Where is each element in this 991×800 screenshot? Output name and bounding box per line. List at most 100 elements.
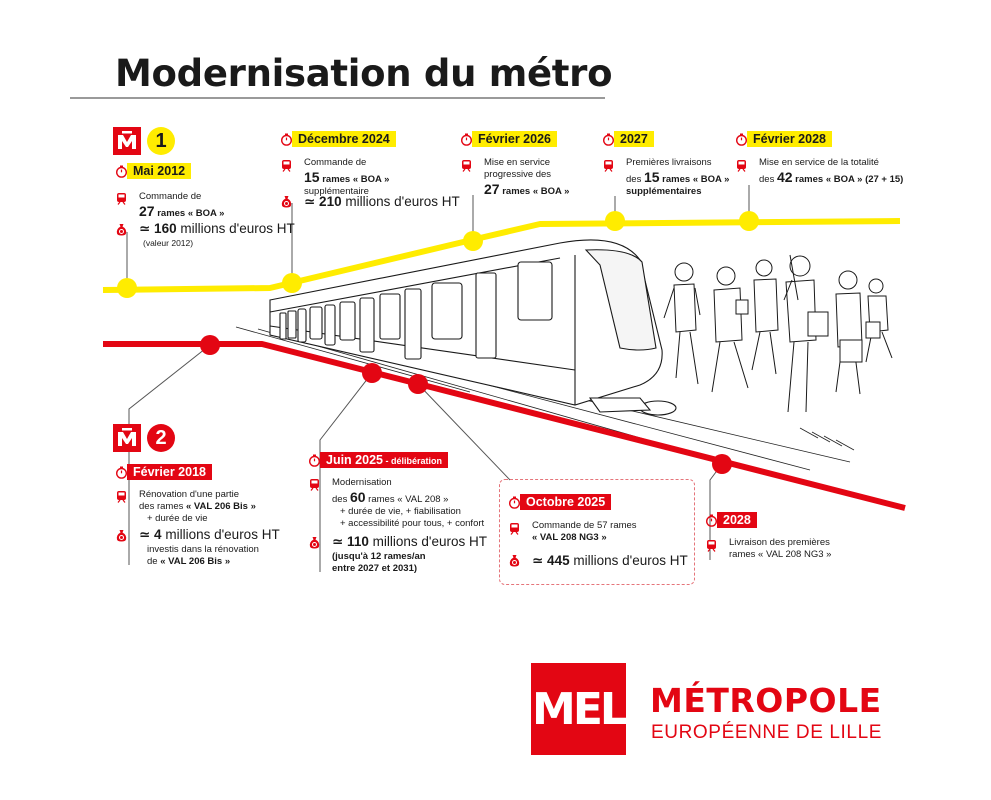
connector-fev-2018 bbox=[128, 344, 211, 565]
money-bag-icon bbox=[308, 536, 321, 549]
desc-line1: Mise en service de la totalité bbox=[759, 157, 879, 168]
passengers-drawing bbox=[663, 254, 893, 413]
order-count: 27 bbox=[139, 202, 155, 219]
cost-note: (valeur 2012) bbox=[143, 237, 194, 248]
timer-icon bbox=[460, 133, 473, 146]
connector-juin-2025 bbox=[319, 372, 373, 572]
date-text: Juin 2025 bbox=[326, 453, 383, 467]
desc-line2: « VAL 208 NG3 » bbox=[532, 531, 607, 543]
desc-line4: + accessibilité pour tous, + confort bbox=[340, 518, 485, 530]
cost-unit: millions d'euros HT bbox=[368, 534, 487, 549]
date-label: Décembre 2024 bbox=[292, 131, 396, 147]
date-label: Mai 2012 bbox=[127, 163, 192, 179]
m1-stop-fev-2028 bbox=[739, 211, 759, 231]
metro-train-icon bbox=[460, 159, 473, 172]
connector-oct-2025 bbox=[417, 383, 511, 481]
cost-value: ≃ 110 bbox=[332, 534, 369, 549]
money-bag-icon bbox=[115, 223, 128, 236]
order-rest: rames « BOA » bbox=[154, 207, 225, 219]
order-line1: Commande de bbox=[139, 191, 202, 202]
event-m2-juin-2025: Juin 2025 - délibération Modernisation d… bbox=[308, 452, 498, 574]
metro-train-icon bbox=[308, 478, 321, 491]
m2-line bbox=[103, 341, 906, 511]
date-label: Février 2018 bbox=[127, 464, 212, 480]
metro-m-logo-icon bbox=[113, 127, 141, 155]
desc-pre: des bbox=[759, 173, 777, 185]
desc-line1: Livraison des premières bbox=[729, 537, 830, 548]
metro-train-icon bbox=[508, 522, 521, 535]
m2-stop-2028 bbox=[712, 454, 732, 474]
desc-pre: des bbox=[626, 173, 644, 185]
cost-value: ≃ 210 bbox=[304, 194, 342, 209]
desc-line1: Premières livraisons bbox=[626, 157, 712, 168]
desc-line1: Commande de 57 rames bbox=[532, 520, 637, 531]
desc-line2: progressive des bbox=[484, 168, 552, 180]
event-m2-oct-2025: Octobre 2025 Commande de 57 rames « VAL … bbox=[508, 494, 693, 580]
cost-line3: entre 2027 et 2031) bbox=[332, 562, 418, 574]
desc-rest: rames « BOA » bbox=[499, 185, 570, 197]
metro-train-icon bbox=[115, 192, 128, 205]
timer-icon bbox=[735, 133, 748, 146]
desc-line1: Modernisation bbox=[332, 477, 392, 488]
desc-line3: + durée de vie, + fiabilisation bbox=[340, 506, 461, 518]
desc-count: 27 bbox=[484, 180, 500, 197]
desc-count: 15 bbox=[643, 168, 660, 185]
date-subtext: - délibération bbox=[382, 456, 442, 466]
mel-logo-text: MEL bbox=[532, 683, 628, 735]
date-label: 2027 bbox=[614, 131, 654, 147]
cost-value: ≃ 4 bbox=[139, 527, 162, 542]
desc-model: « VAL 206 Bis » bbox=[186, 500, 256, 512]
m2-number: 2 bbox=[147, 424, 175, 452]
m1-number: 1 bbox=[147, 127, 175, 155]
timer-icon bbox=[280, 133, 293, 146]
cost-value: ≃ 445 bbox=[532, 553, 570, 568]
order-line3: supplémentaire bbox=[304, 186, 369, 198]
order-line1: Commande de bbox=[304, 157, 367, 168]
m1-stop-2027 bbox=[605, 211, 625, 231]
rail-hatches bbox=[799, 427, 855, 451]
cost-unit: millions d'euros HT bbox=[161, 527, 280, 542]
page-title: Modernisation du métro bbox=[115, 52, 613, 95]
date-label: Février 2028 bbox=[747, 131, 832, 147]
order-count: 15 bbox=[304, 168, 320, 185]
metro-m-logo-icon bbox=[113, 424, 141, 452]
desc-line3: supplémentaires bbox=[626, 186, 702, 198]
timer-icon bbox=[508, 496, 521, 509]
highlight-box-oct-2025 bbox=[499, 479, 695, 585]
cost-unit: millions d'euros HT bbox=[569, 553, 688, 568]
event-m1-dec-2024: Décembre 2024 Commande de 15 rames « BOA… bbox=[280, 131, 470, 211]
event-m1-2027: 2027 Premières livraisons des 15 rames «… bbox=[602, 131, 742, 198]
cost-model: « VAL 206 Bis » bbox=[160, 555, 231, 567]
timer-icon bbox=[115, 466, 128, 479]
timer-icon bbox=[602, 133, 615, 146]
event-m1-fev-2026: Février 2026 Mise en service progressive… bbox=[460, 131, 600, 197]
cost-unit: millions d'euros HT bbox=[176, 221, 295, 236]
desc-rest: rames « BOA » (27 + 15) bbox=[792, 173, 904, 185]
m1-badge: 1 bbox=[113, 127, 175, 155]
desc-pre: des rames bbox=[139, 500, 186, 512]
metro-train-icon bbox=[735, 159, 748, 172]
timer-icon bbox=[705, 514, 718, 527]
m2-stops bbox=[200, 335, 732, 474]
mel-logo-line2: EUROPÉENNE DE LILLE bbox=[651, 722, 883, 743]
desc-line1: Mise en service bbox=[484, 157, 550, 168]
cost-line2: investis dans la rénovation bbox=[147, 543, 259, 555]
metro-train-icon bbox=[705, 539, 718, 552]
desc-count: 42 bbox=[776, 168, 793, 185]
timer-icon bbox=[115, 165, 128, 178]
m1-stop-mai-2012 bbox=[117, 278, 137, 298]
event-m1-fev-2028: Février 2028 Mise en service de la total… bbox=[735, 131, 910, 185]
desc-rest: rames « BOA » bbox=[659, 173, 730, 185]
cost-value: ≃ 160 bbox=[139, 221, 177, 236]
date-label: 2028 bbox=[717, 512, 757, 528]
date-label: Octobre 2025 bbox=[520, 494, 612, 510]
mel-logo-mark: MEL bbox=[531, 663, 628, 755]
money-bag-icon bbox=[508, 554, 521, 567]
m2-stop-juin-2025 bbox=[362, 363, 382, 383]
money-bag-icon bbox=[115, 529, 128, 542]
m1-stop-dec-2024 bbox=[282, 273, 302, 293]
desc-line3: + durée de vie bbox=[147, 512, 208, 524]
cost-unit: millions d'euros HT bbox=[341, 194, 460, 209]
cost-line2: (jusqu'à 12 rames/an bbox=[332, 550, 426, 562]
